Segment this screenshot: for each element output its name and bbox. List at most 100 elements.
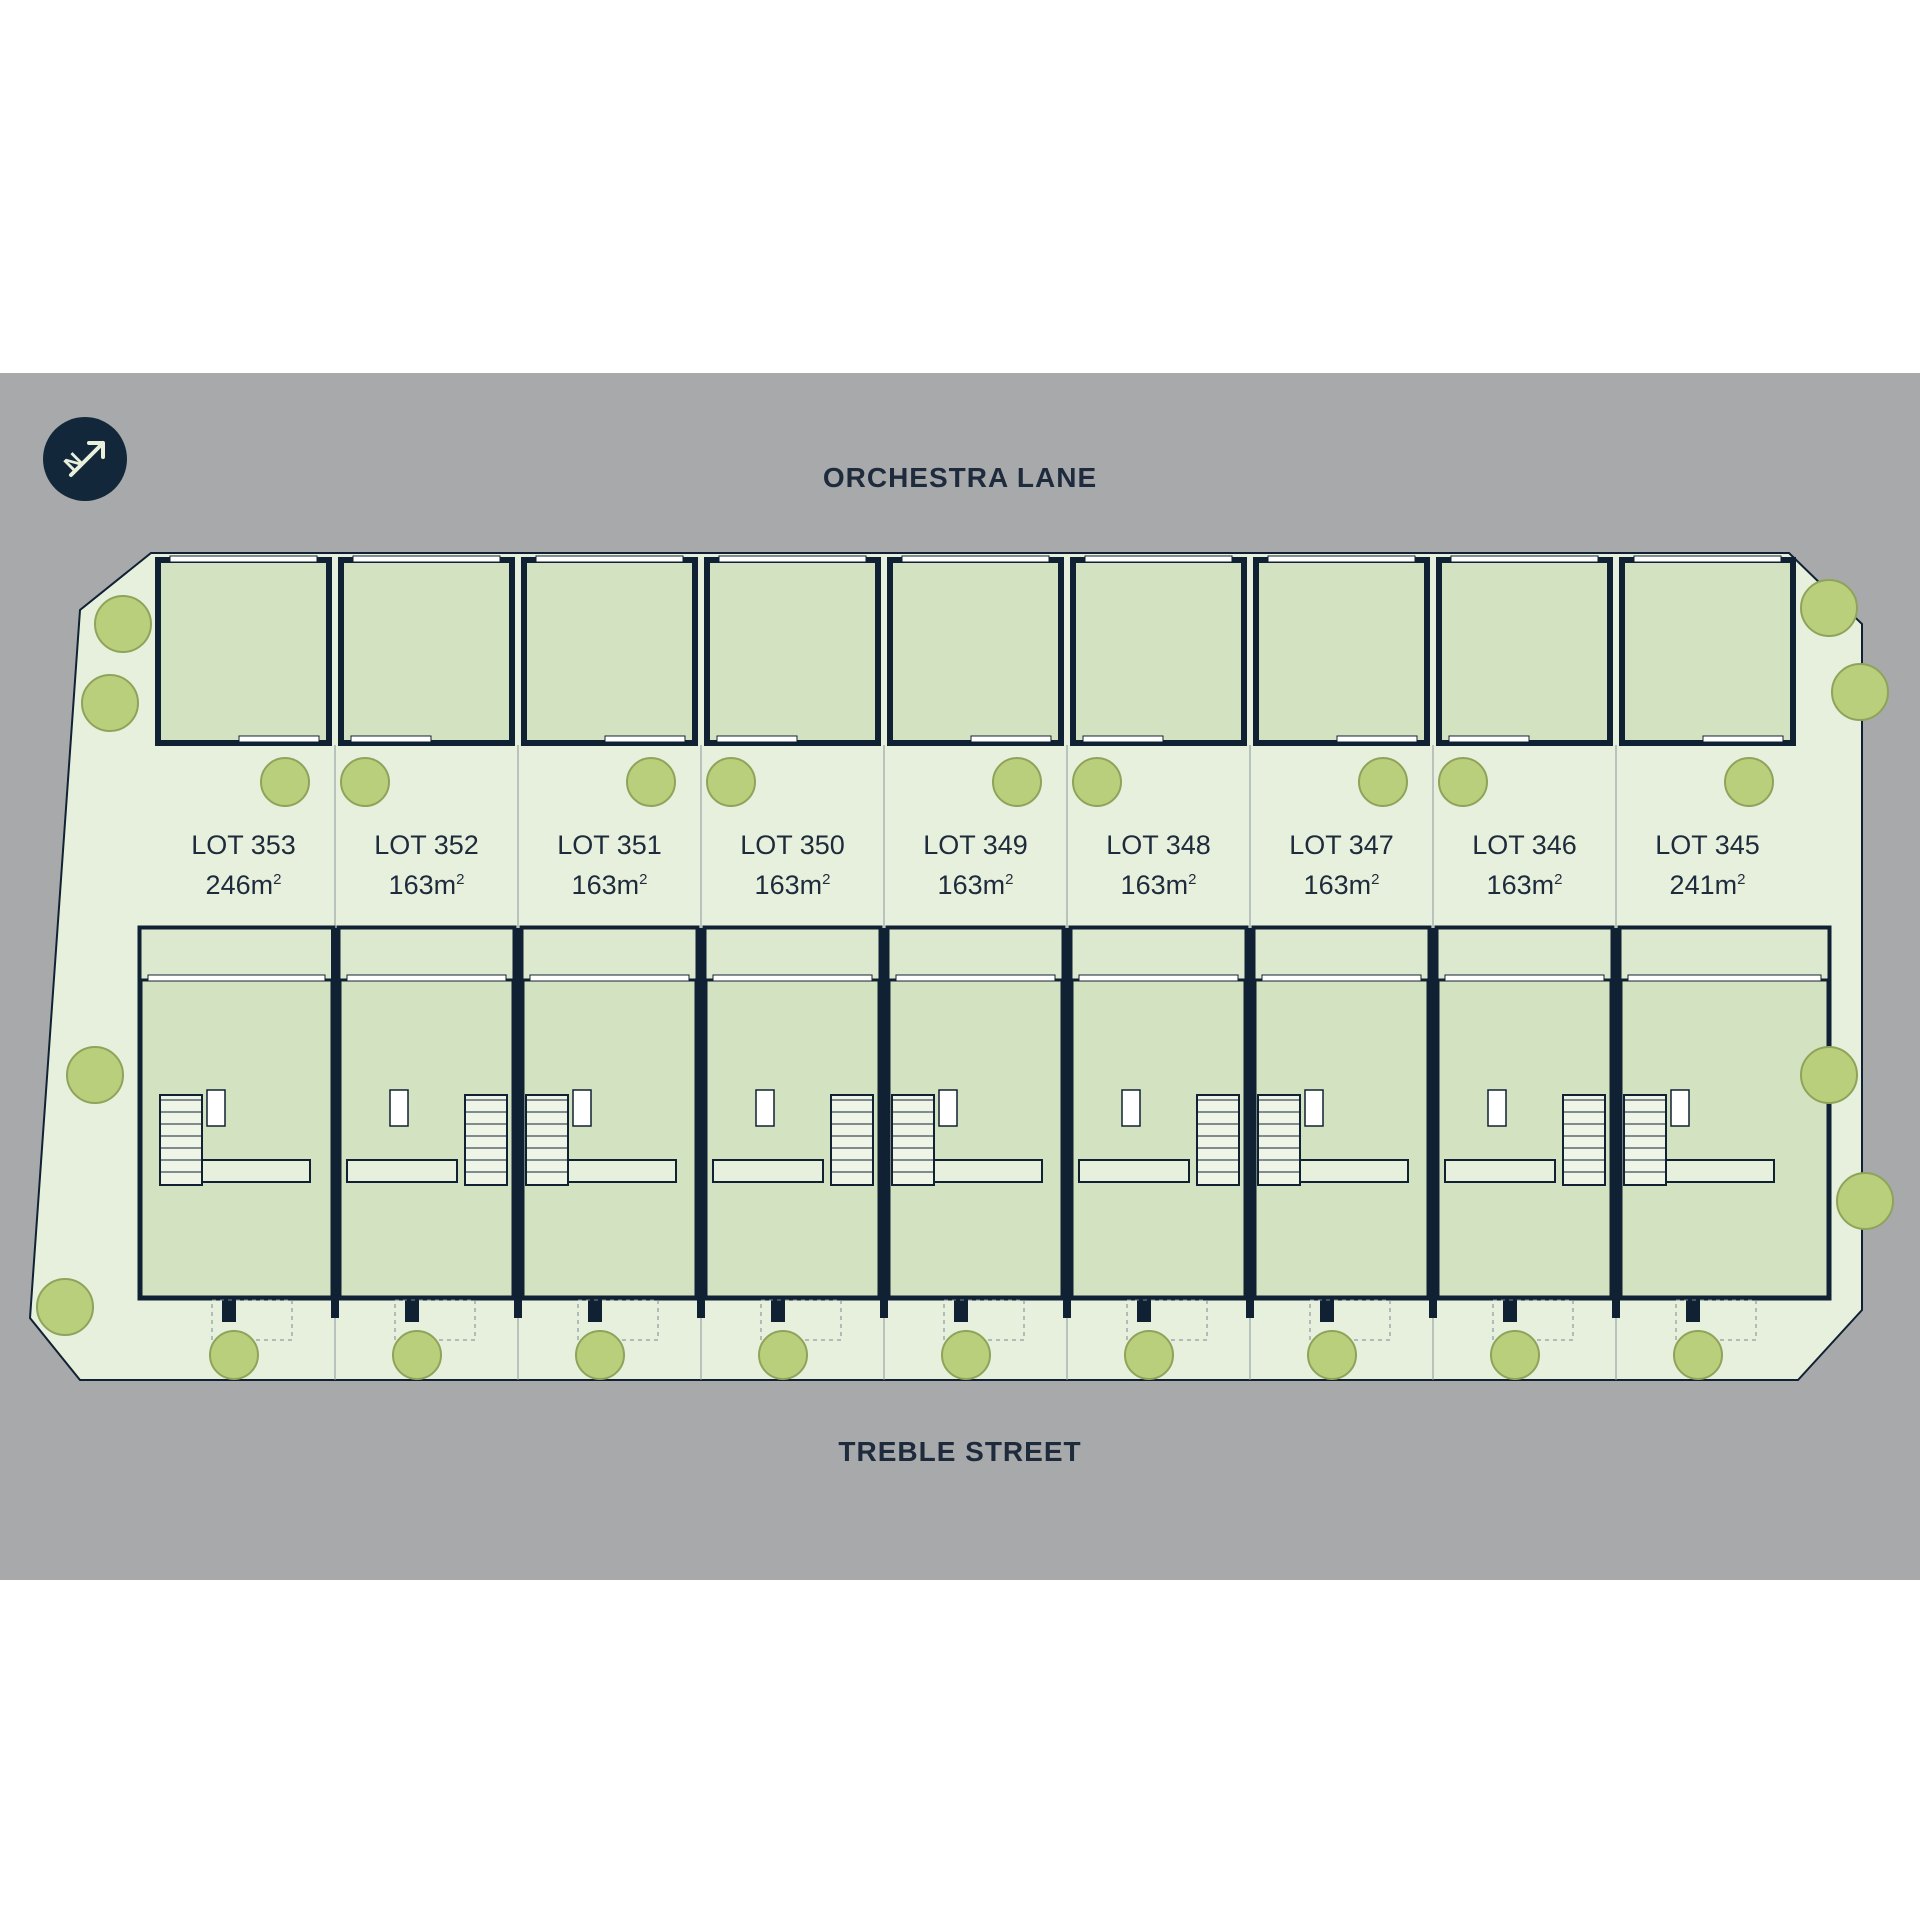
sliding-door xyxy=(147,974,326,982)
courtyard xyxy=(1252,926,1431,982)
garage-door xyxy=(901,555,1050,563)
staircase xyxy=(1257,1094,1301,1186)
tree xyxy=(1800,579,1858,637)
lot-area-value: 163m xyxy=(571,870,640,900)
kitchen-bench xyxy=(1297,1159,1409,1183)
courtyard xyxy=(520,926,699,982)
garage-door xyxy=(1633,555,1782,563)
lot-name: LOT 351 xyxy=(557,830,662,860)
lot-area: 246m2 xyxy=(152,862,335,903)
lot-area-value: 163m xyxy=(388,870,457,900)
tree xyxy=(1124,1330,1174,1380)
tree xyxy=(1358,757,1408,807)
garage xyxy=(338,557,515,746)
party-wall xyxy=(1429,928,1437,1318)
front-pier xyxy=(405,1296,419,1322)
staircase xyxy=(1623,1094,1667,1186)
lot-name: LOT 346 xyxy=(1472,830,1577,860)
houses xyxy=(137,925,1832,1341)
tree xyxy=(81,674,139,732)
tree xyxy=(1836,1172,1894,1230)
tree xyxy=(575,1330,625,1380)
kitchen-bench xyxy=(712,1159,824,1183)
sliding-door xyxy=(1444,974,1605,982)
garage-window xyxy=(1448,735,1530,743)
lot-area-unit-superscript: 2 xyxy=(1371,871,1380,888)
tree xyxy=(66,1046,124,1104)
garage-window xyxy=(970,735,1052,743)
tree xyxy=(36,1278,94,1336)
cooktop xyxy=(206,1089,226,1127)
tree xyxy=(1800,1046,1858,1104)
cooktop xyxy=(572,1089,592,1127)
lot-area-unit-superscript: 2 xyxy=(1737,871,1746,888)
tree xyxy=(706,757,756,807)
lot-area-value: 163m xyxy=(1120,870,1189,900)
tree xyxy=(1724,757,1774,807)
sliding-door xyxy=(1627,974,1822,982)
lot-area: 163m2 xyxy=(701,862,884,903)
lot-name: LOT 347 xyxy=(1289,830,1394,860)
lot-name: LOT 345 xyxy=(1655,830,1760,860)
garage-door xyxy=(352,555,501,563)
garage-door xyxy=(1084,555,1233,563)
party-wall xyxy=(880,928,888,1318)
lot-area: 163m2 xyxy=(335,862,518,903)
sliding-door xyxy=(346,974,507,982)
lot-name: LOT 352 xyxy=(374,830,479,860)
staircase xyxy=(891,1094,935,1186)
courtyard xyxy=(703,926,882,982)
lot-area-value: 246m xyxy=(205,870,274,900)
lot-area-unit-superscript: 2 xyxy=(639,871,648,888)
cooktop xyxy=(938,1089,958,1127)
front-pier xyxy=(1320,1296,1334,1322)
lot-area-value: 241m xyxy=(1669,870,1738,900)
lot-area-value: 163m xyxy=(937,870,1006,900)
garage xyxy=(1436,557,1613,746)
tree xyxy=(260,757,310,807)
garage-door xyxy=(169,555,318,563)
garage xyxy=(887,557,1064,746)
garage-window xyxy=(238,735,320,743)
tree xyxy=(1673,1330,1723,1380)
kitchen-bench xyxy=(1663,1159,1775,1183)
kitchen-bench xyxy=(931,1159,1043,1183)
tree xyxy=(758,1330,808,1380)
party-wall xyxy=(1246,928,1254,1318)
garage-door xyxy=(718,555,867,563)
party-wall xyxy=(1063,928,1071,1318)
lot-area-value: 163m xyxy=(1303,870,1372,900)
tree xyxy=(1438,757,1488,807)
garage xyxy=(521,557,698,746)
garage-window xyxy=(1702,735,1784,743)
party-wall xyxy=(697,928,705,1318)
tree xyxy=(340,757,390,807)
lot-area-unit-superscript: 2 xyxy=(1005,871,1014,888)
cooktop xyxy=(1121,1089,1141,1127)
tree xyxy=(992,757,1042,807)
lot-area: 163m2 xyxy=(884,862,1067,903)
lot-area-unit-superscript: 2 xyxy=(1188,871,1197,888)
garage-window xyxy=(604,735,686,743)
front-pier xyxy=(1686,1296,1700,1322)
lot-name: LOT 350 xyxy=(740,830,845,860)
lot-name: LOT 348 xyxy=(1106,830,1211,860)
cooktop xyxy=(1670,1089,1690,1127)
staircase xyxy=(1196,1094,1240,1186)
trees xyxy=(36,579,1894,1380)
lot-area: 163m2 xyxy=(518,862,701,903)
sliding-door xyxy=(529,974,690,982)
lot-area-value: 163m xyxy=(754,870,823,900)
lot-area: 163m2 xyxy=(1433,862,1616,903)
front-pier xyxy=(222,1296,236,1322)
lot-area-unit-superscript: 2 xyxy=(1554,871,1563,888)
tree xyxy=(1490,1330,1540,1380)
staircase xyxy=(464,1094,508,1186)
tree xyxy=(1307,1330,1357,1380)
garage xyxy=(155,557,332,746)
courtyard xyxy=(1435,926,1614,982)
kitchen-bench xyxy=(199,1159,311,1183)
garage xyxy=(1619,557,1796,746)
courtyard xyxy=(1618,926,1831,982)
